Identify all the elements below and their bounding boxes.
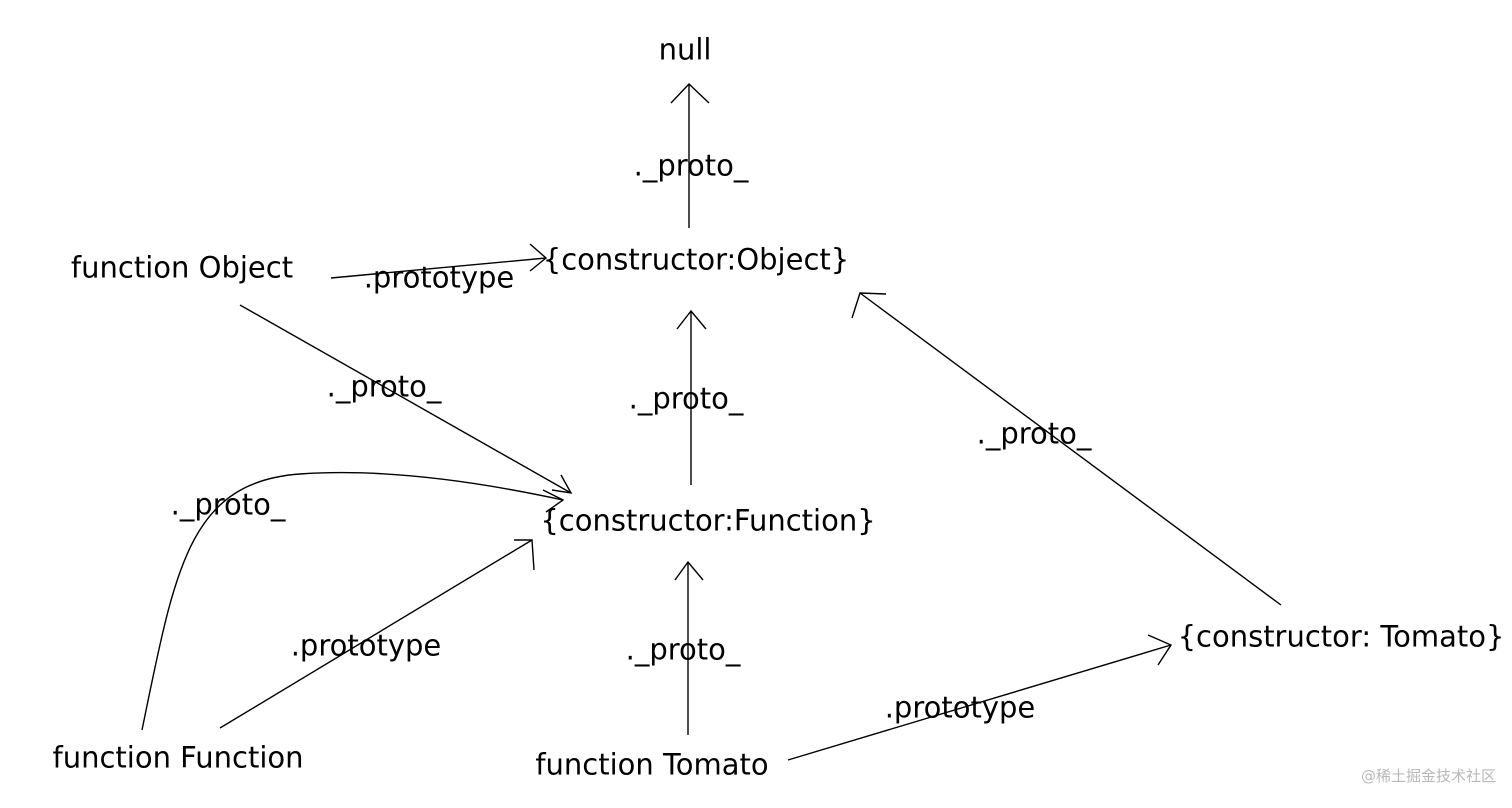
edge-label-fntomato-proto: ._proto_ bbox=[625, 632, 741, 667]
node-object-prototype: {constructor:Object} bbox=[542, 242, 850, 277]
arrow-tomato-proto-to-object-proto bbox=[859, 292, 1282, 606]
arrowhead-object-proto-bottom bbox=[676, 309, 707, 330]
edge-label-function-to-object: ._proto_ bbox=[628, 381, 744, 416]
edge-label-object-to-null: ._proto_ bbox=[633, 148, 749, 183]
arrowhead-tomato-proto bbox=[1147, 634, 1173, 666]
arrow-fnobject-proto bbox=[239, 304, 572, 494]
arrowhead-function-proto-bottom-left bbox=[514, 539, 535, 571]
arrow-fnfunction-proto-curve bbox=[141, 471, 564, 731]
node-function-prototype: {constructor:Function} bbox=[540, 503, 876, 538]
node-function-tomato: function Tomato bbox=[535, 747, 769, 782]
edge-label-fnfunction-proto: ._proto_ bbox=[170, 487, 286, 522]
watermark: @稀土掘金技术社区 bbox=[1360, 767, 1496, 785]
arrowhead-function-proto-bottom bbox=[674, 560, 704, 581]
edge-label-fnobject-prototype: .prototype bbox=[363, 260, 515, 295]
arrow-fnfunction-prototype bbox=[219, 539, 533, 729]
node-null: null bbox=[658, 32, 712, 67]
arrow-fntomato-prototype bbox=[787, 644, 1172, 761]
arrowhead-object-proto-left bbox=[529, 243, 548, 272]
edge-label-fnfunction-prototype: .prototype bbox=[290, 628, 442, 663]
node-tomato-prototype: {constructor: Tomato} bbox=[1177, 619, 1505, 654]
arrowhead-function-proto-curve bbox=[542, 489, 565, 513]
edge-label-tomato-to-object: ._proto_ bbox=[976, 416, 1092, 451]
node-function-object: function Object bbox=[70, 250, 294, 285]
arrowhead-function-proto-top bbox=[551, 474, 573, 494]
arrowhead-null bbox=[670, 83, 710, 104]
arrow-fnobject-prototype bbox=[330, 257, 547, 279]
arrowhead-object-proto-right bbox=[851, 292, 887, 319]
node-function-function: function Function bbox=[52, 740, 304, 775]
edge-label-fnobject-proto: ._proto_ bbox=[326, 369, 442, 404]
edge-label-fntomato-prototype: .prototype bbox=[884, 690, 1036, 725]
